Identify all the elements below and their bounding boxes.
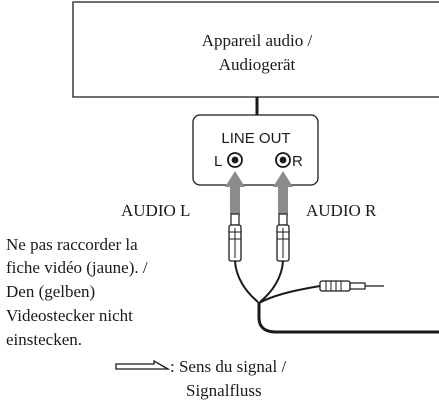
note-line5: einstecken.	[6, 330, 82, 349]
jack-left-icon	[227, 152, 243, 168]
device-label-line2: Audiogerät	[219, 55, 296, 74]
video-plug-icon	[319, 280, 384, 292]
audio-l-label: AUDIO L	[121, 201, 190, 220]
video-cable	[258, 285, 321, 304]
arrow-left-icon	[225, 171, 245, 214]
signal-arrow-icon	[115, 359, 171, 370]
arrow-right-icon	[273, 171, 293, 214]
audio-r-label: AUDIO R	[306, 201, 377, 220]
jack-right-label: R	[292, 153, 303, 170]
note-line4: Videostecker nicht	[6, 306, 133, 325]
note-line1: Ne pas raccorder la	[6, 235, 138, 254]
jack-left-label: L	[214, 153, 222, 170]
rca-plug-right-icon	[276, 213, 290, 262]
audio-cable	[234, 260, 439, 334]
note-line2: fiche vidéo (jaune). /	[6, 258, 148, 277]
device-label-line1: Appareil audio /	[202, 31, 313, 50]
jack-right-icon	[275, 152, 291, 168]
rca-plug-left-icon	[228, 213, 242, 262]
note-line3: Den (gelben)	[6, 282, 95, 301]
line-out-panel	[192, 114, 319, 186]
legend-line2: Signalfluss	[186, 381, 262, 400]
legend-line1: : Sens du signal /	[170, 357, 286, 376]
line-out-title: LINE OUT	[221, 130, 290, 147]
